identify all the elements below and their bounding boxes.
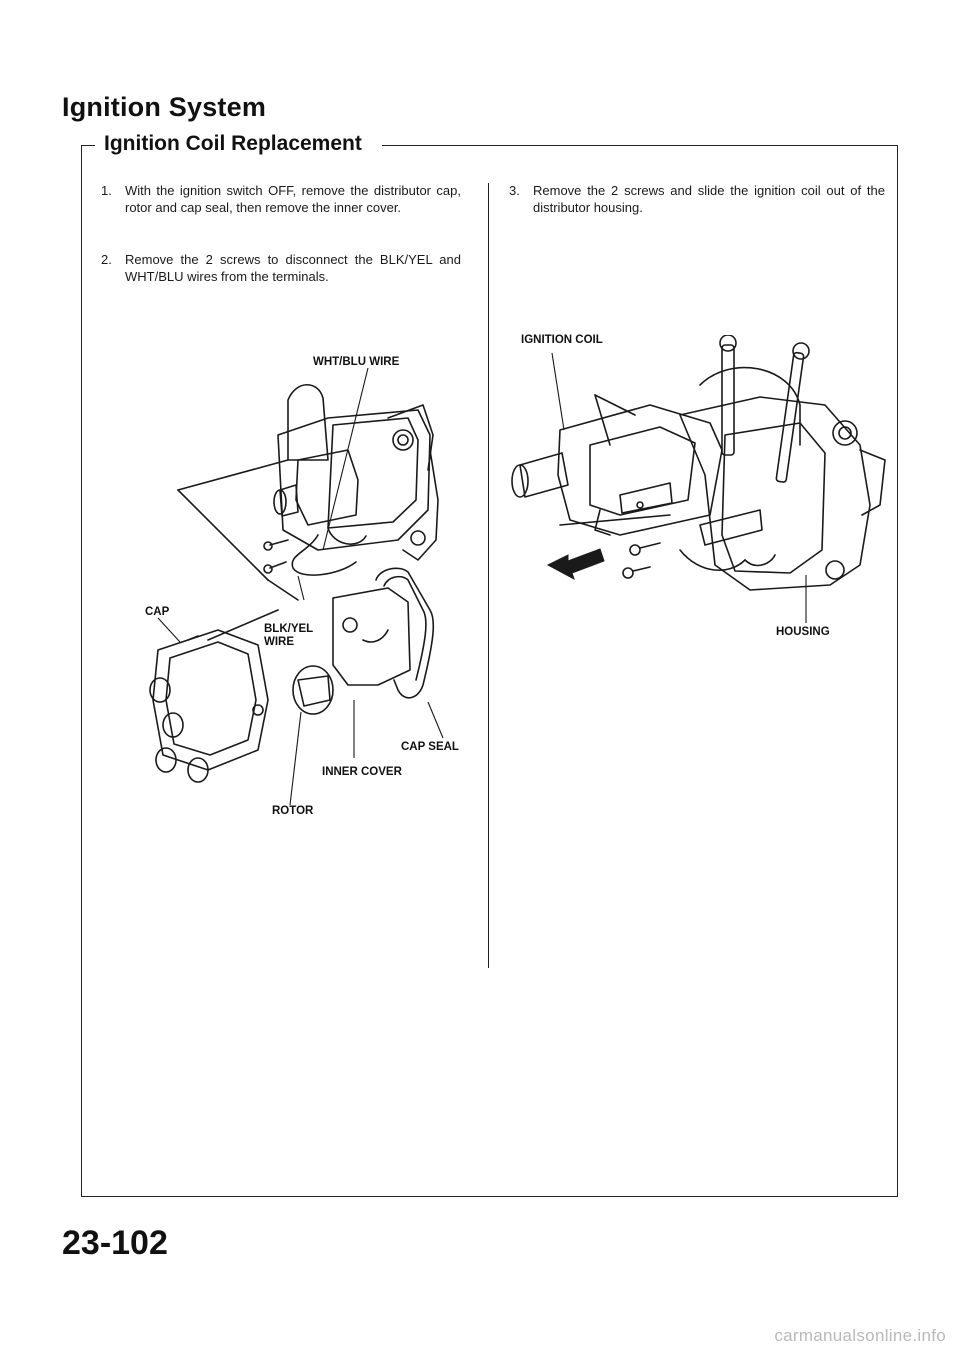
frame-top-left-rule	[81, 145, 95, 146]
frame-top-right-rule	[382, 145, 898, 146]
page-title: Ignition System	[62, 92, 267, 122]
step-number: 3.	[509, 183, 520, 198]
label-blk-yel-wire-line2: WIRE	[264, 636, 295, 648]
distributor-exploded-illustration	[149, 367, 444, 806]
column-divider	[488, 183, 489, 968]
ignition-coil-removal-illustration	[511, 335, 886, 623]
step-number: 2.	[101, 252, 112, 267]
step-text: Remove the 2 screws and slide the igniti…	[533, 183, 885, 215]
step-number: 1.	[101, 183, 112, 198]
step-2: 2. Remove the 2 screws to disconnect the…	[101, 251, 461, 285]
step-3: 3. Remove the 2 screws and slide the ign…	[509, 182, 885, 216]
section-title: Ignition Coil Replacement	[100, 132, 366, 156]
watermark: carmanualsonline.info	[774, 1326, 946, 1345]
label-housing: HOUSING	[776, 626, 830, 638]
label-wht-blu-wire: WHT/BLU WIRE	[313, 356, 400, 368]
step-1: 1. With the ignition switch OFF, remove …	[101, 182, 461, 216]
label-inner-cover: INNER COVER	[322, 766, 402, 778]
label-ignition-coil: IGNITION COIL	[521, 334, 603, 346]
step-text: With the ignition switch OFF, remove the…	[125, 183, 461, 215]
label-cap: CAP	[145, 606, 170, 618]
label-cap-seal: CAP SEAL	[401, 741, 459, 753]
label-rotor: ROTOR	[272, 805, 314, 817]
slide-arrow	[546, 548, 605, 581]
step-text: Remove the 2 screws to disconnect the BL…	[125, 252, 461, 284]
content-frame	[81, 145, 898, 1197]
label-blk-yel-wire: BLK/YEL	[264, 623, 314, 635]
page-number: 23-102	[62, 1224, 168, 1262]
